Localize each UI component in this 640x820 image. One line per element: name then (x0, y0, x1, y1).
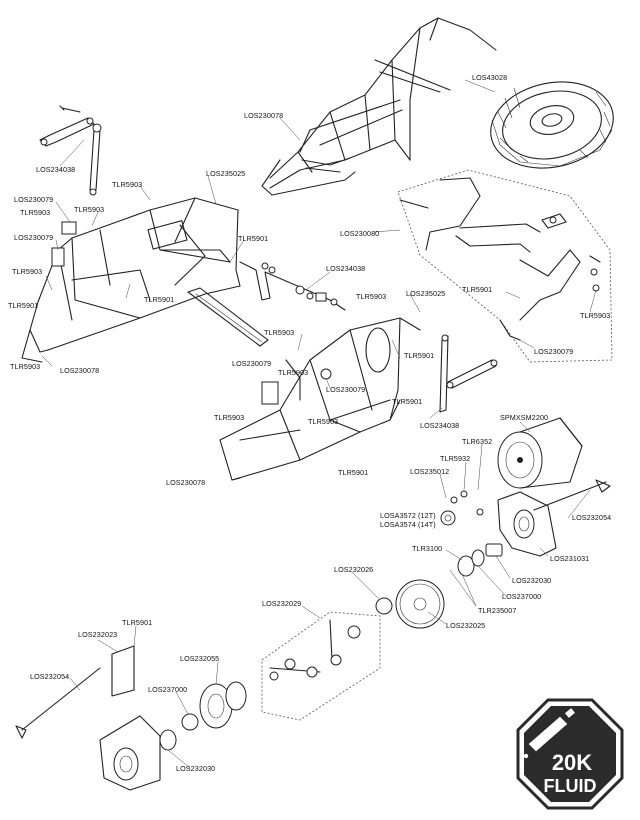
gear-case-left (99, 645, 177, 791)
label-tlr5903-k: TLR5903 (308, 417, 339, 426)
label-tlr6352: TLR6352 (462, 437, 493, 446)
cage-side-right (219, 317, 421, 481)
trailing-arm-right (439, 334, 498, 413)
leader-lines (41, 79, 597, 769)
axle-left (15, 667, 101, 739)
label-tlr5903-j: TLR5903 (214, 413, 245, 422)
label-los234038-mid: LOS234038 (326, 264, 366, 273)
label-tlr5901-c: TLR5901 (238, 234, 269, 243)
label-tlr5901-b: TLR5901 (144, 295, 175, 304)
label-tlr5903-i: TLR5903 (278, 368, 309, 377)
label-los234038-right: LOS234038 (420, 421, 460, 430)
label-tlr5903-e: TLR5903 (10, 362, 41, 371)
label-los232030-right: LOS232030 (512, 576, 552, 585)
label-los237000-left: LOS237000 (148, 685, 188, 694)
label-tlr5903-d: TLR5903 (12, 267, 43, 276)
label-tlr5903-h: TLR5903 (264, 328, 295, 337)
label-los230079-e: LOS230079 (326, 385, 366, 394)
label-los230078-top: LOS230078 (244, 111, 284, 120)
label-tlr5901-a: TLR5901 (8, 301, 39, 310)
label-tlr5903-g: TLR5903 (580, 311, 611, 320)
fluid-bottle-icon (523, 708, 575, 759)
label-los230079-b: LOS230079 (14, 233, 54, 242)
label-los230079-a: LOS230079 (14, 195, 54, 204)
label-los232029: LOS232029 (262, 599, 302, 608)
label-los230078-left: LOS230078 (60, 366, 100, 375)
diff-housing (181, 681, 247, 731)
axle-right (533, 479, 611, 511)
label-tlr5932: TLR5932 (440, 454, 471, 463)
label-tlr5901-e: TLR5901 (404, 351, 435, 360)
diff-group (261, 597, 393, 721)
label-los235025-a: LOS235025 (206, 169, 246, 178)
label-los232030-left: LOS232030 (176, 764, 216, 773)
label-tlr5901-g: TLR5901 (338, 468, 369, 477)
label-losa3574: LOSA3574 (14T) (380, 520, 436, 529)
spur-gear (395, 543, 503, 629)
label-los230079-d: LOS230079 (232, 359, 272, 368)
mount-bracket-left (51, 221, 332, 405)
label-tlr5901-f: TLR5901 (392, 397, 423, 406)
motor (497, 417, 583, 489)
fluid-badge: 20K FLUID (516, 698, 624, 810)
label-tlr5903-c: TLR5903 (74, 205, 105, 214)
label-tlr5903-f: TLR5903 (356, 292, 387, 301)
label-los232055: LOS232055 (180, 654, 220, 663)
gearbox (476, 491, 557, 557)
label-tlr5903-a: TLR5903 (112, 180, 143, 189)
label-los237000-right: LOS237000 (502, 592, 542, 601)
label-los235025-b: LOS235025 (406, 289, 446, 298)
label-losa3572: LOSA3572 (12T) (380, 511, 436, 520)
label-los230079-c: LOS230079 (534, 347, 574, 356)
label-tlr235007: TLR235007 (478, 606, 517, 615)
label-tlr5901-i: TLR5901 (122, 618, 153, 627)
badge-line2: FLUID (544, 776, 597, 796)
sway-bar (239, 261, 346, 311)
roll-cage-top (261, 17, 497, 196)
tire (490, 81, 614, 169)
label-los230078-bottom: LOS230078 (166, 478, 206, 487)
cage-side-left (21, 197, 241, 363)
label-los232026: LOS232026 (334, 565, 374, 574)
label-los232054-right: LOS232054 (572, 513, 612, 522)
label-los232023: LOS232023 (78, 630, 118, 639)
label-los232054-left: LOS232054 (30, 672, 70, 681)
label-los232025: LOS232025 (446, 621, 486, 630)
front-suspension-group (397, 169, 613, 363)
hinge-bar (187, 287, 269, 347)
label-los231031: LOS231031 (550, 554, 590, 563)
label-los235012: LOS235012 (410, 467, 450, 476)
badge-line1: 20K (552, 750, 592, 775)
pinion-gear (440, 490, 468, 526)
label-tlr3100: TLR3100 (412, 544, 443, 553)
trailing-arm-left (39, 105, 102, 196)
label-tlr5903-b: TLR5903 (20, 208, 51, 217)
label-los234038-top: LOS234038 (36, 165, 76, 174)
label-los43028: LOS43028 (472, 73, 508, 82)
label-tlr5901-d: TLR5901 (462, 285, 493, 294)
label-los230080: LOS230080 (340, 229, 380, 238)
label-spmxsm2200: SPMXSM2200 (500, 413, 549, 422)
